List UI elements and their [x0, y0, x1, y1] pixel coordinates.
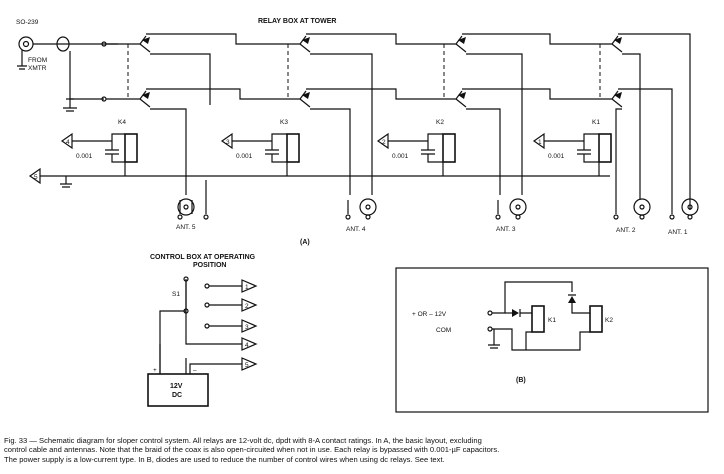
control-box-title-1: CONTROL BOX AT OPERATING: [150, 254, 256, 261]
output-2: 2: [245, 303, 249, 310]
so239-connector: SO-239 FROM XMTR: [16, 19, 47, 72]
ant-4-label: ANT. 4: [346, 226, 366, 233]
terminal-5: 5: [34, 174, 38, 181]
terminal-3: 3: [226, 139, 230, 146]
relay-k2: K2 2 0.001: [376, 119, 456, 176]
cap-k1: 0.001: [548, 153, 565, 160]
diagram-b: + OR – 12V COM K1 K2 (B): [395, 267, 709, 413]
relay-box-title: RELAY BOX AT TOWER: [258, 18, 336, 25]
ant-5-label: ANT. 5: [176, 224, 196, 231]
cap-k2: 0.001: [392, 153, 409, 160]
com-label: COM: [436, 327, 451, 334]
relay-k2-label: K2: [436, 119, 444, 126]
caption-line-2: control cable and antennas. Note that th…: [4, 445, 500, 455]
ant-1-label: ANT. 1: [668, 229, 688, 236]
output-3: 3: [245, 324, 249, 331]
relay-k3: K3 3 0.001: [220, 119, 300, 176]
terminal-4: 4: [66, 139, 70, 146]
control-box-title-2: POSITION: [193, 262, 226, 269]
relay-k3-label: K3: [280, 119, 288, 126]
relay-k1-label: K1: [592, 119, 600, 126]
ant-3-label: ANT. 3: [496, 226, 516, 233]
input-coax: [33, 36, 118, 112]
output-4: 4: [245, 342, 249, 349]
antenna-5: ANT. 5: [176, 180, 209, 231]
antenna-4: ANT. 4: [345, 198, 377, 233]
antenna-2: ANT. 2: [613, 198, 651, 234]
supply-plus: +: [153, 367, 157, 374]
switch-label: S1: [172, 291, 180, 298]
ant-2-label: ANT. 2: [616, 227, 636, 234]
figure-caption: Fig. 33 — Schematic diagram for sloper c…: [4, 436, 720, 464]
caption-line-1: Fig. 33 — Schematic diagram for sloper c…: [4, 436, 482, 445]
antenna-1: ANT. 1: [668, 198, 699, 236]
supply-type: DC: [172, 392, 182, 399]
supply-voltage: 12V: [170, 383, 183, 390]
supply-minus: –: [193, 367, 197, 374]
relay-b-k1: K1: [548, 317, 556, 324]
diagram-b-frame: [395, 267, 709, 413]
caption-line-3: The power supply is a low-current type. …: [4, 454, 445, 464]
xmtr-label: XMTR: [28, 65, 47, 72]
relay-k1: K1 1 0.001: [532, 119, 612, 176]
connector-label: SO-239: [16, 19, 39, 26]
panel-b-label: (B): [516, 377, 526, 384]
antenna-3: ANT. 3: [495, 198, 527, 233]
terminal-1: 1: [538, 139, 542, 146]
input-label: + OR – 12V: [412, 311, 447, 318]
cap-k3: 0.001: [236, 153, 253, 160]
power-supply-box: [147, 373, 209, 407]
output-1: 1: [245, 284, 249, 291]
relay-contacts: [106, 33, 691, 210]
from-label: FROM: [28, 57, 47, 64]
relay-b-k2: K2: [605, 317, 613, 324]
control-box: CONTROL BOX AT OPERATING POSITION S1 1 2…: [147, 254, 258, 407]
relay-k4: K4 4 0.001: [60, 119, 138, 176]
common-control-line: 5: [28, 167, 610, 188]
terminal-2: 2: [382, 139, 386, 146]
output-5: 5: [245, 362, 249, 369]
cap-k4: 0.001: [76, 153, 93, 160]
panel-a-label: (A): [300, 239, 310, 246]
relay-k4-label: K4: [118, 119, 126, 126]
